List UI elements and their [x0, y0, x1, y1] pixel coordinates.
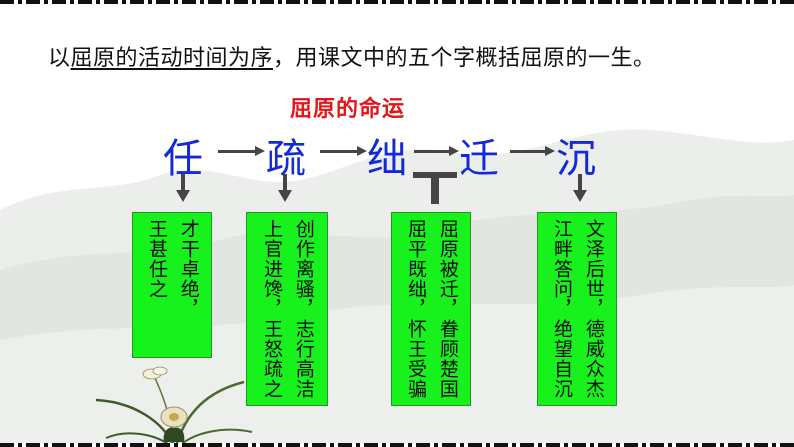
card-line: 创作离骚，志行高洁	[292, 219, 315, 399]
arrow-down-icon	[573, 174, 587, 202]
card-line: 屈原被迁，眷顾楚国	[436, 219, 459, 399]
arrow-right-icon	[414, 146, 459, 156]
arrow-down-icon	[176, 174, 190, 202]
underlined-phrase: 屈原的活动时间为序	[70, 46, 274, 71]
card-line: 王甚任之	[146, 219, 168, 299]
arrow-right-icon	[510, 146, 555, 156]
card-ren: 才干卓绝， 王甚任之	[132, 212, 212, 358]
card-line: 江畔答问，绝望自沉	[551, 219, 573, 399]
bottom-border	[0, 443, 794, 447]
stage-chu: 绌	[367, 136, 407, 182]
card-line: 上官进馋，王怒疏之	[261, 219, 283, 399]
subtitle: 屈原的命运	[290, 97, 406, 122]
stage-chen: 沉	[556, 136, 596, 182]
card-shu: 创作离骚，志行高洁 上官进馋，王怒疏之	[246, 212, 328, 406]
arrow-right-icon	[218, 146, 265, 156]
card-chen: 文泽后世，德威众杰 江畔答问，绝望自沉	[537, 212, 617, 406]
card-chu-qian: 屈原被迁，眷顾楚国 屈平既绌，怀王受骗	[391, 212, 471, 406]
top-border	[0, 0, 794, 4]
card-line: 文泽后世，德威众杰	[582, 219, 605, 399]
card-line: 才干卓绝，	[177, 219, 200, 319]
question-text: 以屈原的活动时间为序，用课文中的五个字概括屈原的一生。	[48, 46, 656, 71]
card-line: 屈平既绌，怀王受骗	[405, 219, 427, 399]
arrow-down-icon	[278, 174, 292, 202]
t-junction-icon	[413, 172, 457, 204]
orchid-plant-illustration	[95, 366, 253, 447]
arrow-right-icon	[320, 146, 367, 156]
stage-qian: 迁	[459, 136, 499, 182]
